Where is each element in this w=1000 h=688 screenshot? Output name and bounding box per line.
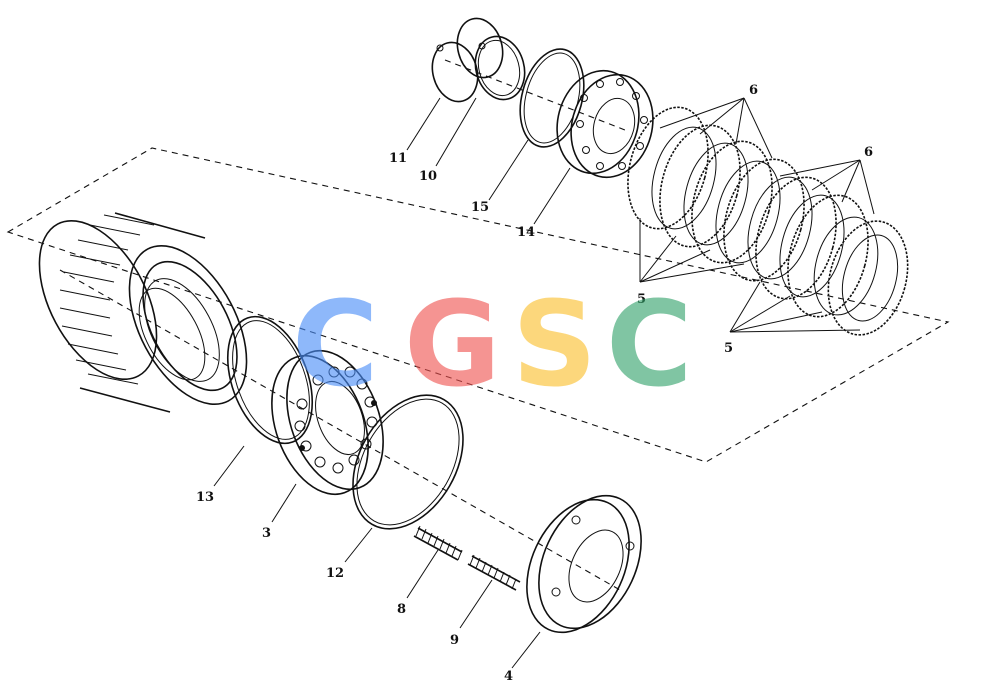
callout-6-right: 6 bbox=[864, 145, 873, 160]
callout-5-right: 5 bbox=[724, 341, 733, 356]
watermark-letter-2: G bbox=[404, 275, 501, 413]
callout-11: 11 bbox=[389, 151, 407, 166]
spring-9 bbox=[467, 554, 521, 591]
callout-14: 14 bbox=[517, 225, 535, 240]
callout-13: 13 bbox=[196, 490, 214, 505]
callout-6-upper: 6 bbox=[749, 83, 758, 98]
clutch-disc-stack bbox=[627, 106, 909, 336]
spring-8 bbox=[413, 525, 463, 561]
watermark: C G S C bbox=[292, 275, 693, 413]
assembly-boundary bbox=[6, 147, 950, 463]
backing-plate-14 bbox=[556, 69, 654, 179]
clutch-drum bbox=[38, 212, 248, 413]
watermark-letter-3: S bbox=[512, 275, 597, 413]
piston-3 bbox=[271, 349, 384, 496]
callout-12: 12 bbox=[326, 566, 344, 581]
callout-9: 9 bbox=[450, 633, 459, 648]
watermark-letter-4: C bbox=[606, 275, 693, 413]
ring-15 bbox=[519, 48, 585, 148]
watermark-letter-1: C bbox=[292, 275, 379, 413]
leader-lines bbox=[213, 97, 875, 669]
callout-3: 3 bbox=[262, 526, 271, 541]
callout-15: 15 bbox=[471, 200, 489, 215]
o-ring-13 bbox=[226, 315, 314, 445]
retainer-plate-4 bbox=[526, 494, 642, 634]
o-ring-12 bbox=[352, 394, 464, 530]
callout-5-left: 5 bbox=[637, 292, 646, 307]
callout-8: 8 bbox=[397, 602, 406, 617]
snap-ring-11 bbox=[431, 41, 479, 103]
callout-10: 10 bbox=[419, 169, 437, 184]
snap-ring-10 bbox=[456, 17, 526, 101]
callout-4: 4 bbox=[504, 669, 513, 684]
main-axis bbox=[59, 269, 621, 591]
